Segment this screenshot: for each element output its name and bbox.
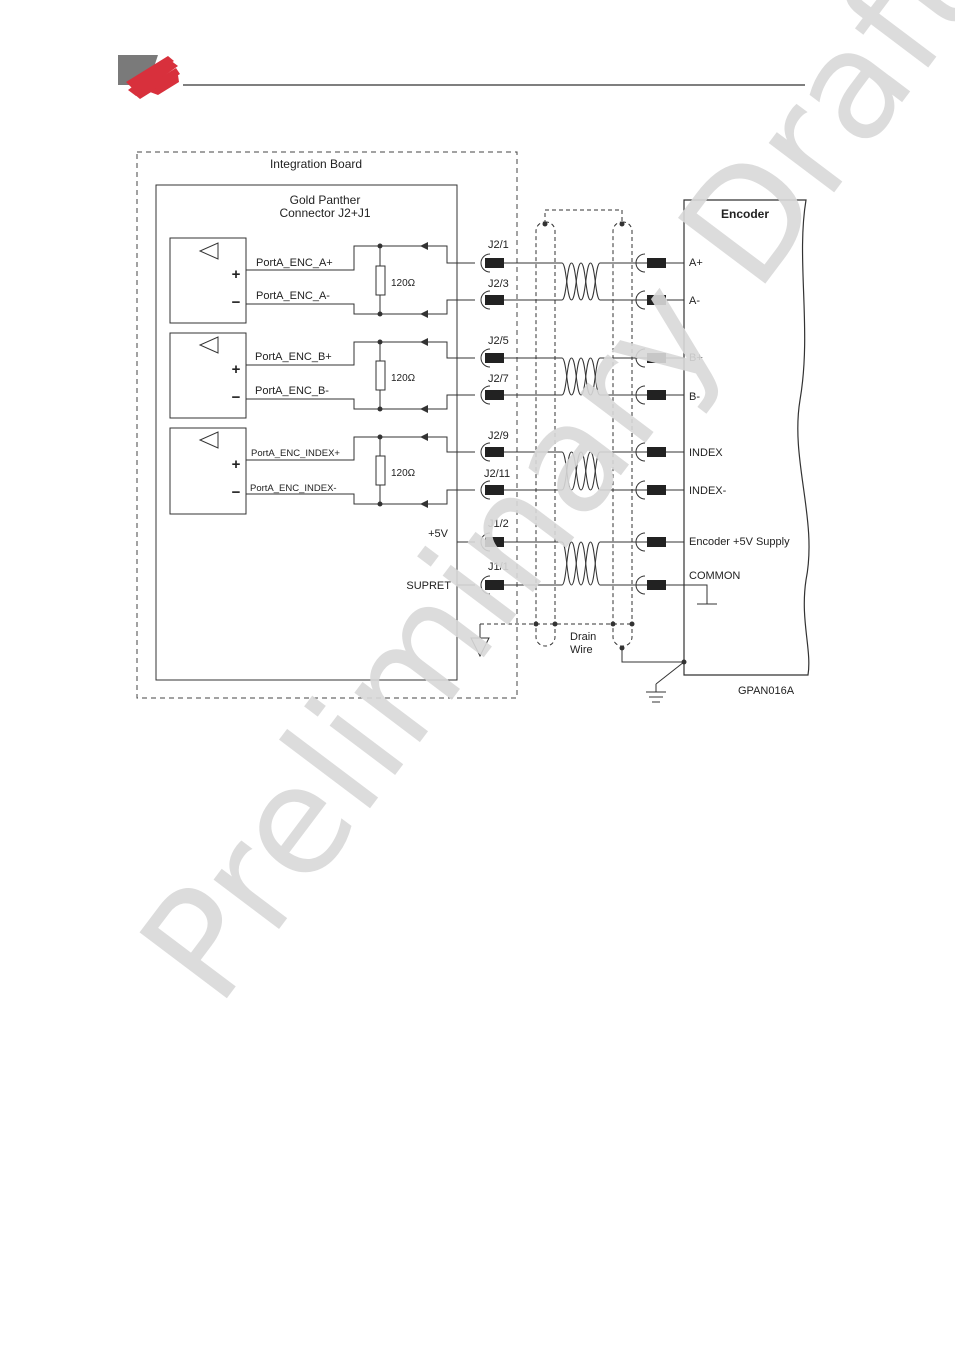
port-label-a-pos: PortA_ENC_A+ bbox=[256, 257, 333, 269]
resistor-label: 120Ω bbox=[391, 373, 416, 384]
twisted-pair-icons bbox=[561, 262, 601, 586]
port-label-b-pos: PortA_ENC_B+ bbox=[255, 351, 332, 363]
connector-arc-icon bbox=[480, 442, 491, 462]
connector-pin-block bbox=[485, 447, 504, 457]
port-label-index-neg: PortA_ENC_INDEX- bbox=[250, 483, 337, 494]
receiver-box-b bbox=[169, 332, 247, 419]
connector-pin-block bbox=[647, 390, 666, 400]
connector-pin-block bbox=[647, 447, 666, 457]
pin-label-j2-3: J2/3 bbox=[488, 278, 509, 290]
plus-sign: + bbox=[232, 456, 241, 473]
resistor-label: 120Ω bbox=[391, 278, 416, 289]
integration-board-label: Integration Board bbox=[270, 157, 362, 171]
connector-pins-right bbox=[635, 253, 684, 595]
receiver-group-index: + − PortA_ENC_INDEX+ PortA_ENC_INDEX- 12… bbox=[169, 427, 475, 515]
drain-wire-label-1: Drain bbox=[570, 631, 596, 643]
connector-pin-block bbox=[485, 295, 504, 305]
connector-pin-block bbox=[485, 258, 504, 268]
connector-pin-block bbox=[485, 485, 504, 495]
pin-label-j2-7: J2/7 bbox=[488, 373, 509, 385]
connector-pin-block bbox=[485, 580, 504, 590]
connector-pin-block bbox=[485, 353, 504, 363]
drain-wire-label-2: Wire bbox=[570, 644, 593, 656]
twisted-pair-icon bbox=[561, 262, 601, 301]
encoder-pin-a-neg: A- bbox=[689, 295, 700, 307]
connector-pin-block bbox=[647, 295, 666, 305]
pin-label-j2-5: J2/5 bbox=[488, 335, 509, 347]
plus-sign: + bbox=[232, 266, 241, 283]
port-label-b-neg: PortA_ENC_B- bbox=[255, 385, 329, 397]
integration-board-boundary bbox=[136, 151, 518, 699]
connector-arc-icon bbox=[480, 532, 491, 552]
connector-title-line1: Gold Panther bbox=[290, 193, 361, 207]
connector-pin-block bbox=[647, 485, 666, 495]
connector-arc-icon bbox=[480, 575, 491, 595]
port-label-a-neg: PortA_ENC_A- bbox=[256, 290, 330, 302]
encoder-pin-a-pos: A+ bbox=[689, 257, 703, 269]
figure-id: GPAN016A bbox=[738, 685, 795, 697]
receiver-group-b: + − PortA_ENC_B+ PortA_ENC_B- 120Ω bbox=[169, 332, 475, 419]
company-logo bbox=[118, 55, 180, 99]
cable-wires bbox=[504, 262, 647, 586]
connector-arc-icon bbox=[480, 253, 491, 273]
preliminary-draft-watermark: Preliminary Draft bbox=[108, 0, 955, 1032]
minus-sign: − bbox=[232, 484, 241, 501]
encoder-pin-b-pos: B+ bbox=[689, 352, 703, 364]
receiver-box-a bbox=[169, 237, 247, 324]
pin-label-j2-9: J2/9 bbox=[488, 430, 509, 442]
resistor-label: 120Ω bbox=[391, 468, 416, 479]
earth-ground-icon bbox=[646, 691, 666, 703]
connector-pin-block bbox=[485, 390, 504, 400]
resistor-120-icon bbox=[375, 455, 386, 486]
connector-pins-left bbox=[480, 253, 504, 595]
port-label-index-pos: PortA_ENC_INDEX+ bbox=[251, 448, 340, 459]
encoder-pin-b-neg: B- bbox=[689, 391, 700, 403]
receiver-amp-icon bbox=[198, 336, 219, 354]
encoder-pin-index: INDEX bbox=[689, 447, 723, 459]
connector-pin-block bbox=[647, 353, 666, 363]
minus-sign: − bbox=[232, 294, 241, 311]
encoder-title: Encoder bbox=[721, 207, 769, 221]
connector-pin-block bbox=[647, 258, 666, 268]
receiver-amp-icon bbox=[198, 242, 219, 260]
connector-arc-icon bbox=[480, 480, 491, 500]
pin-label-j1-2: J1/2 bbox=[488, 518, 509, 530]
connector-arc-icon bbox=[480, 385, 491, 405]
encoder-pin-5v-supply: Encoder +5V Supply bbox=[689, 536, 790, 548]
encoder-pin-common: COMMON bbox=[689, 570, 740, 582]
twisted-pair-icon bbox=[561, 357, 601, 396]
receiver-amp-icon bbox=[198, 431, 219, 449]
supply-label-supret: SUPRET bbox=[406, 580, 451, 592]
plus-sign: + bbox=[232, 361, 241, 378]
shield-top-link bbox=[544, 209, 623, 224]
pin-label-j1-1: J1/1 bbox=[488, 561, 509, 573]
twisted-pair-icon bbox=[561, 541, 601, 586]
connector-arc-icon bbox=[480, 290, 491, 310]
encoder-box bbox=[683, 199, 810, 676]
connector-pin-block bbox=[647, 580, 666, 590]
connector-pin-block bbox=[647, 537, 666, 547]
connector-title-line2: Connector J2+J1 bbox=[279, 206, 370, 220]
connector-pin-block bbox=[485, 537, 504, 547]
receiver-box-index bbox=[169, 427, 247, 515]
connector-arc-icon bbox=[480, 348, 491, 368]
resistor-120-icon bbox=[375, 265, 386, 296]
minus-sign: − bbox=[232, 389, 241, 406]
pin-label-j2-1: J2/1 bbox=[488, 239, 509, 251]
pin-label-j2-11: J2/11 bbox=[484, 468, 510, 480]
supply-label-5v: +5V bbox=[428, 528, 449, 540]
receiver-group-a: + − PortA_ENC_A+ PortA_ENC_A- 120Ω bbox=[169, 237, 475, 324]
encoder-pin-index-neg: INDEX- bbox=[689, 485, 727, 497]
resistor-120-icon bbox=[375, 360, 386, 391]
chassis-ground-icon bbox=[470, 637, 490, 658]
gold-panther-connector-box bbox=[155, 184, 458, 681]
twisted-pair-icon bbox=[561, 451, 601, 491]
